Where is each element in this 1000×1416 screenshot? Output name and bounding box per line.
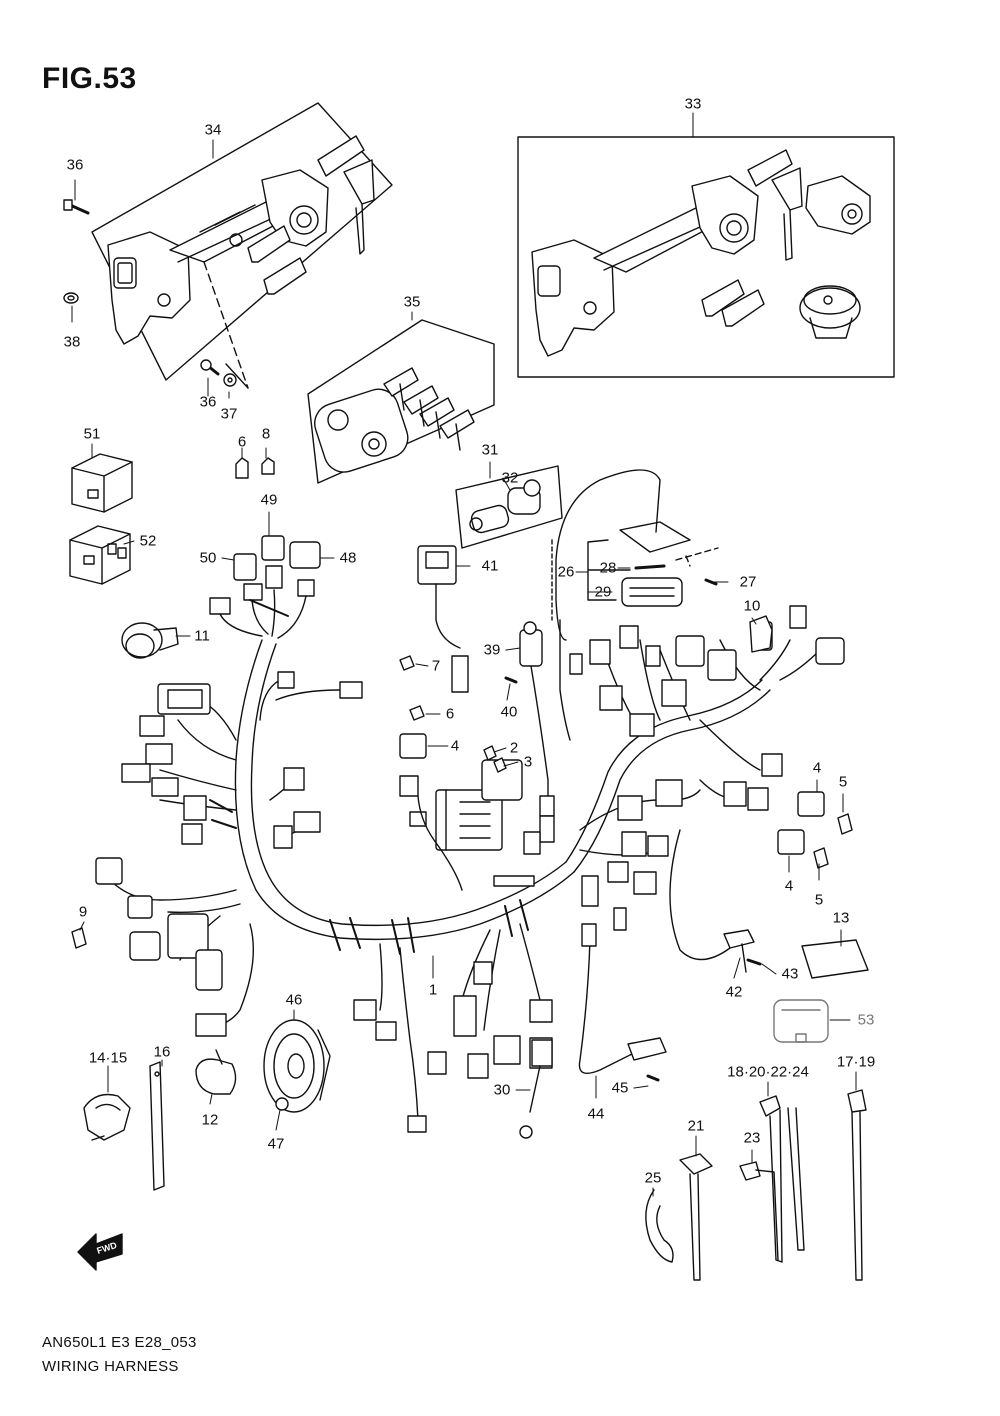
callout-7: 7 (431, 657, 441, 675)
diagram-code: AN650L1 E3 E28_053 (42, 1334, 197, 1351)
seat-lock-cylinder-31 (456, 466, 562, 548)
strap-16 (150, 1062, 164, 1190)
callout-6: 6 (445, 705, 455, 723)
callout-17-19: 17·19 (836, 1053, 876, 1071)
callout-36: 36 (66, 156, 84, 174)
lock-cylinder-set-35 (308, 320, 494, 483)
callout-35: 35 (403, 293, 421, 311)
leader-lines (72, 113, 856, 1196)
pad-13 (802, 940, 868, 978)
callout-52: 52 (139, 532, 157, 550)
callout-8: 8 (261, 425, 271, 443)
ignition-switch-set-34 (64, 103, 392, 388)
callout-18-24: 18·20·22·24 (727, 1063, 809, 1081)
callout-53: 53 (857, 1011, 875, 1029)
callout-50: 50 (199, 549, 217, 567)
relay-51 (72, 454, 132, 512)
callout-27: 29 (594, 583, 612, 601)
callout-4: 4 (450, 737, 460, 755)
callout-45: 45 (611, 1079, 629, 1097)
callout-44: 44 (587, 1105, 605, 1123)
callout-23: 23 (743, 1129, 761, 1147)
bracket-44 (628, 1038, 666, 1080)
callout-6: 6 (237, 433, 247, 451)
callout-4: 4 (784, 877, 794, 895)
fuse-6-8 (236, 458, 274, 478)
callout-16: 16 (153, 1043, 171, 1061)
ground-cable-30 (520, 1040, 552, 1138)
relay-53 (774, 1000, 828, 1042)
callout-26: 26 (557, 563, 575, 581)
callout-21: 21 (687, 1117, 705, 1135)
callout-28: 28 (599, 559, 617, 577)
diagram-title: WIRING HARNESS (42, 1358, 179, 1375)
callout-1: 1 (428, 981, 438, 999)
callout-11: 11 (194, 627, 210, 645)
callout-43: 43 (781, 965, 799, 983)
callout-30: 30 (493, 1081, 511, 1099)
callout-5: 5 (838, 773, 848, 791)
callout-36: 36 (199, 393, 217, 411)
fuse-box-parts-48-50 (210, 536, 320, 638)
callout-13: 13 (832, 909, 850, 927)
fwd-arrow-icon: FWD (78, 1234, 122, 1270)
callout-34: 34 (204, 121, 222, 139)
callout-14-15: 14·15 (88, 1049, 128, 1067)
callout-33: 33 (684, 95, 702, 113)
horn-46 (264, 1020, 330, 1112)
cap-11 (122, 623, 178, 658)
cap-12 (196, 1050, 236, 1094)
callout-37: 37 (220, 405, 238, 423)
callout-12: 12 (201, 1111, 219, 1129)
callout-3: 3 (523, 753, 533, 771)
callout-51: 51 (83, 425, 101, 443)
callout-5: 5 (814, 891, 824, 909)
seat-lock-bracket-26 (552, 470, 718, 640)
bracket-42 (724, 930, 760, 972)
ignition-switch-set-33 (518, 137, 894, 377)
callout-41: 41 (481, 557, 499, 575)
callout-49: 49 (260, 491, 278, 509)
figure-title: FIG.53 (42, 62, 137, 95)
callout-48: 48 (339, 549, 357, 567)
callout-38: 38 (63, 333, 81, 351)
callout-2: 2 (509, 739, 519, 757)
callout-46: 46 (285, 991, 303, 1009)
callout-25: 25 (644, 1169, 662, 1187)
cable-ties (646, 1090, 866, 1280)
callout-4: 4 (812, 759, 822, 777)
relay-10 (750, 616, 772, 652)
callout-32: 32 (501, 469, 519, 487)
small-parts-4-7 (72, 656, 852, 948)
clamp-14 (84, 1095, 130, 1141)
callout-10: 10 (743, 597, 761, 615)
callout-42: 42 (725, 983, 743, 1001)
callout-47: 47 (267, 1135, 285, 1153)
callout-39: 39 (483, 641, 501, 659)
callout-9: 9 (78, 903, 88, 921)
callout-29: 27 (739, 573, 757, 591)
callout-31: 31 (481, 441, 499, 459)
relay-52 (70, 526, 130, 584)
callout-40: 40 (500, 703, 518, 721)
